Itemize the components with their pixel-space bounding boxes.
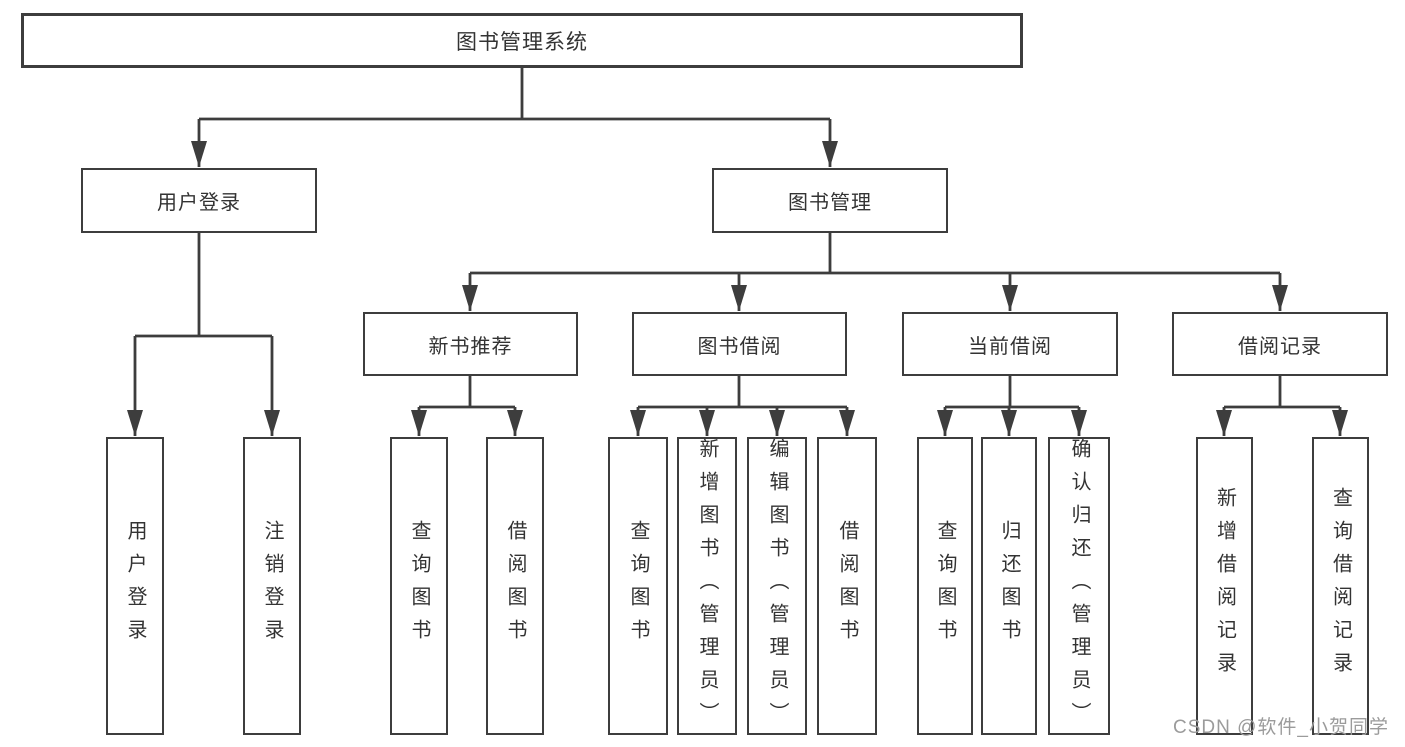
- node-borrowing-records-label: 借阅记录: [1238, 335, 1322, 358]
- leaf-add-book-admin-label: 新增图书（管理员）: [696, 437, 718, 735]
- leaf-query-books-current: 查询图书: [917, 437, 973, 735]
- leaf-return-books: 归还图书: [981, 437, 1037, 735]
- leaf-return-books-label: 归还图书: [998, 520, 1020, 652]
- node-root-label: 图书管理系统: [456, 30, 588, 54]
- node-borrowing-records: 借阅记录: [1172, 312, 1388, 376]
- node-current-borrowing-label: 当前借阅: [968, 335, 1052, 358]
- leaf-confirm-return-admin: 确认归还（管理员）: [1048, 437, 1110, 735]
- leaf-borrow-books-recommend-label: 借阅图书: [504, 520, 526, 652]
- leaf-add-book-admin: 新增图书（管理员）: [677, 437, 737, 735]
- leaf-borrow-books-borrowing-label: 借阅图书: [836, 520, 858, 652]
- node-book-borrowing: 图书借阅: [632, 312, 847, 376]
- node-user-login: 用户登录: [81, 168, 317, 233]
- node-book-management: 图书管理: [712, 168, 948, 233]
- leaf-query-books-recommend-label: 查询图书: [408, 520, 430, 652]
- leaf-query-books-current-label: 查询图书: [934, 520, 956, 652]
- leaf-edit-book-admin: 编辑图书（管理员）: [747, 437, 807, 735]
- leaf-user-login-label: 用户登录: [124, 520, 146, 652]
- leaf-query-books-borrowing: 查询图书: [608, 437, 668, 735]
- leaf-borrow-books-borrowing: 借阅图书: [817, 437, 877, 735]
- leaf-user-login: 用户登录: [106, 437, 164, 735]
- node-user-login-label: 用户登录: [157, 192, 241, 214]
- node-book-management-label: 图书管理: [788, 192, 872, 214]
- node-new-book-recommend-label: 新书推荐: [428, 335, 513, 358]
- leaf-query-books-borrowing-label: 查询图书: [627, 520, 649, 652]
- leaf-add-borrow-record-label: 新增借阅记录: [1213, 487, 1236, 685]
- leaf-query-borrow-record-label: 查询借阅记录: [1329, 487, 1352, 685]
- node-new-book-recommend: 新书推荐: [363, 312, 578, 376]
- node-book-borrowing-label: 图书借阅: [697, 335, 782, 358]
- leaf-add-borrow-record: 新增借阅记录: [1196, 437, 1253, 735]
- node-current-borrowing: 当前借阅: [902, 312, 1118, 376]
- leaf-borrow-books-recommend: 借阅图书: [486, 437, 544, 735]
- leaf-confirm-return-admin-label: 确认归还（管理员）: [1068, 437, 1090, 735]
- csdn-watermark: CSDN @软件_小贺同学: [1173, 717, 1389, 738]
- node-root: 图书管理系统: [21, 13, 1023, 68]
- leaf-logout-label: 注销登录: [261, 520, 283, 652]
- leaf-query-borrow-record: 查询借阅记录: [1312, 437, 1369, 735]
- leaf-query-books-recommend: 查询图书: [390, 437, 448, 735]
- leaf-logout: 注销登录: [243, 437, 301, 735]
- leaf-edit-book-admin-label: 编辑图书（管理员）: [766, 437, 788, 735]
